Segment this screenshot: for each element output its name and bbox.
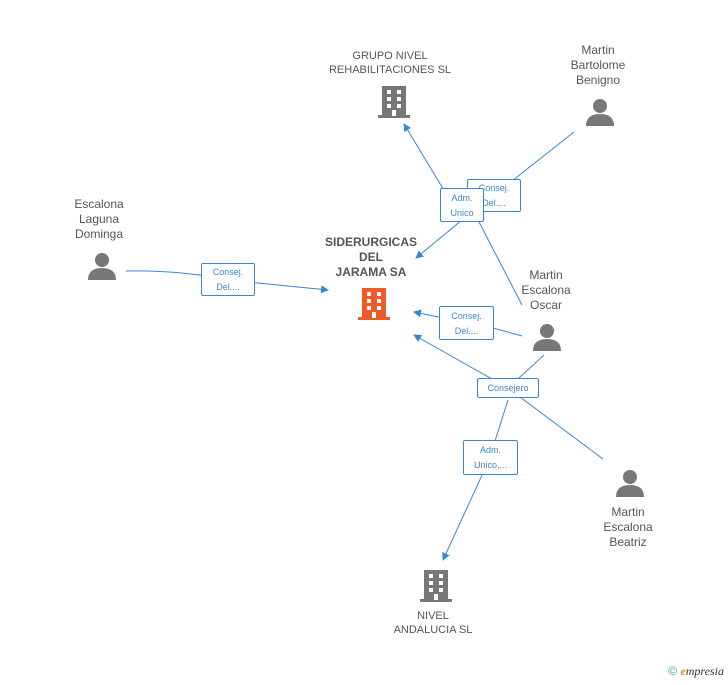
building-icon[interactable] [378,84,410,118]
node-label-beatriz[interactable]: Martin Escalona Beatriz [603,505,653,549]
copyright-icon: © [668,664,678,678]
edge-adm-oscar [477,219,523,306]
person-icon-benigno[interactable] [586,98,614,126]
edge-label-adm-unico-andalucia[interactable]: Adm. Unico,... [463,440,518,475]
person-icon-beatriz[interactable] [616,469,644,497]
node-label-oscar[interactable]: Martin Escalona Oscar [521,268,571,312]
node-label-escalona[interactable]: Escalona Laguna Dominga [74,197,124,241]
person-icon-escalona[interactable] [88,252,116,280]
node-label-grupo[interactable]: GRUPO NIVEL REHABILITACIONES SL [328,50,452,76]
building-icon-center[interactable] [358,286,390,320]
edge-label-escalona-center[interactable]: Consej. Del.... [201,263,255,296]
edge-label-adm-unico-grupo[interactable]: Adm. Unico [440,188,484,222]
edge-beatriz-consejero [507,387,604,460]
building-icon-andalucia[interactable] [420,568,452,602]
node-label-center[interactable]: SIDERURGICAS DEL JARAMA SA [324,235,417,279]
edge-label-consejero[interactable]: Consejero [477,378,539,398]
node-label-andalucia[interactable]: NIVEL ANDALUCIA SL [393,610,473,636]
edge-label-oscar-center[interactable]: Consej. Del.... [439,306,494,340]
footer-brand: © empresia [668,664,724,679]
edge-adm-andalucia [442,399,509,561]
brand-logo: empresia [680,664,724,678]
edge-adm-center [415,219,463,259]
person-icon-oscar[interactable] [533,323,561,351]
node-label-benigno[interactable]: Martin Bartolome Benigno [570,43,626,87]
